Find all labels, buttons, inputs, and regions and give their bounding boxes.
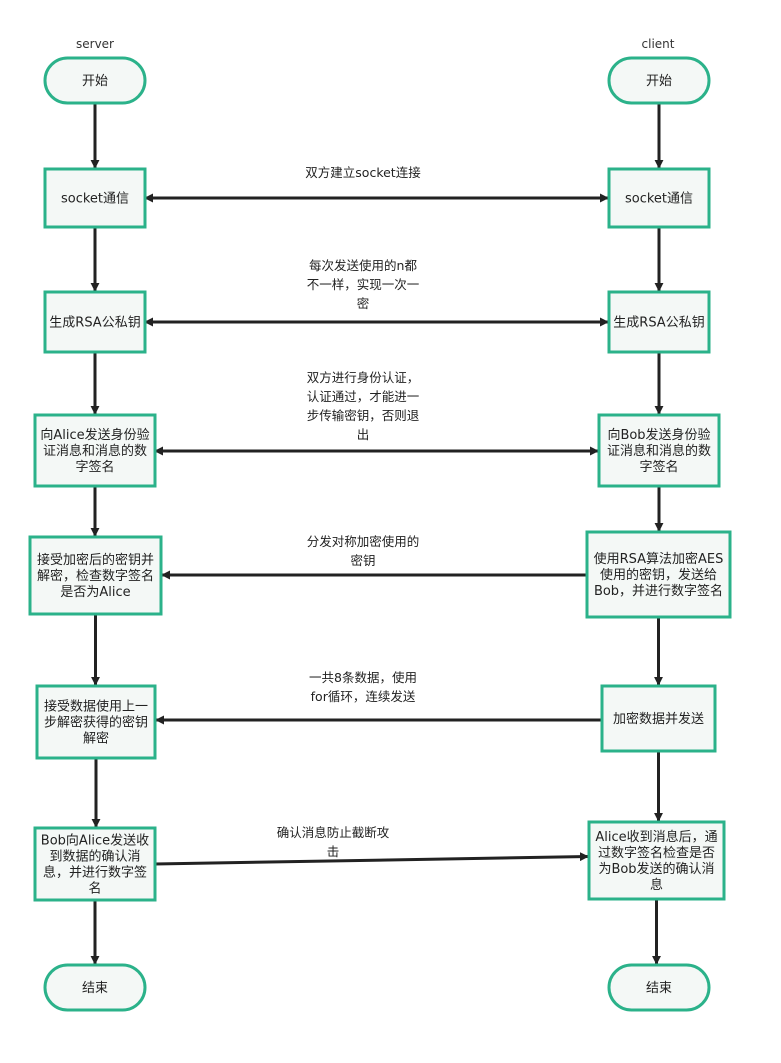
node-label: 证消息和消息的数 <box>607 443 711 459</box>
node-client-end: 结束 <box>607 963 711 1012</box>
node-label: socket通信 <box>61 192 129 207</box>
node-label: 结束 <box>646 981 672 996</box>
edge-label: 击 <box>327 844 340 859</box>
node-shape-server-rsa <box>43 290 147 354</box>
edge-label: 确认消息防止截断攻 <box>277 825 390 840</box>
node-shape-server-end <box>43 963 147 1012</box>
edge-label: 出 <box>357 427 370 442</box>
edge-label: 认证通过，才能进一 <box>307 389 420 404</box>
node-layer: 开始socket通信生成RSA公私钥向Alice发送身份验证消息和消息的数字签名… <box>28 56 732 1012</box>
edge-server-socket-to-client-socket: 双方建立socket连接 <box>144 165 609 203</box>
node-label: 使用的密钥，发送给 <box>600 567 717 583</box>
node-label: 接受数据使用上一 <box>44 699 148 715</box>
node-shape-server-start <box>43 56 147 105</box>
node-label: 是否为Alice <box>60 585 130 600</box>
node-label: Bob，并进行数字签名 <box>594 583 723 599</box>
edge-label: 分发对称加密使用的 <box>307 534 420 549</box>
edge-label: 不一样，实现一次一 <box>307 277 420 292</box>
node-shape-client-end <box>607 963 711 1012</box>
edge-label: 双方进行身份认证， <box>307 370 420 385</box>
node-shape-server-recv-data <box>35 684 157 760</box>
node-label: 到数据的确认消 <box>49 849 140 865</box>
edge-label: 密 <box>357 296 370 311</box>
node-label: 过数字签名检查是否 <box>598 845 715 861</box>
node-label: 字签名 <box>75 459 114 475</box>
node-shape-client-start <box>607 56 711 105</box>
node-client-send-data: 加密数据并发送 <box>600 684 717 753</box>
node-label: 加密数据并发送 <box>613 711 704 727</box>
client-column-title: client <box>642 37 675 51</box>
edge-label: 每次发送使用的n都 <box>309 258 417 273</box>
node-label: 息，并进行数字签 <box>43 865 147 881</box>
node-shape-client-socket <box>607 167 711 229</box>
node-shape-client-auth <box>597 413 721 488</box>
node-label: 解密 <box>83 731 109 747</box>
node-label: 向Bob发送身份验 <box>607 427 710 443</box>
node-shape-server-socket <box>43 167 147 229</box>
node-label: 字签名 <box>639 459 678 475</box>
node-shape-server-confirm <box>33 826 157 902</box>
node-label: 名 <box>88 881 101 897</box>
edge-label: 密钥 <box>350 553 375 568</box>
node-client-socket: socket通信 <box>607 167 711 229</box>
edge-label: 步传输密钥，否则退 <box>307 408 420 423</box>
node-label: socket通信 <box>625 192 693 207</box>
node-label: Alice收到消息后，通 <box>595 829 717 845</box>
edge-client-send-data-to-server-recv-data: 一共8条数据，使用 for循环，连续发送 <box>155 670 602 725</box>
node-label: 生成RSA公私钥 <box>613 316 704 331</box>
node-server-socket: socket通信 <box>43 167 147 229</box>
node-label: 生成RSA公私钥 <box>49 316 140 331</box>
node-label: 证消息和消息的数 <box>43 443 147 459</box>
node-shape-server-auth <box>33 413 157 488</box>
node-label: 息 <box>650 877 663 893</box>
node-label: 接受加密后的密钥并 <box>37 552 154 568</box>
node-shape-client-send-key <box>585 530 732 619</box>
node-label: 解密，检查数字签名 <box>37 568 154 584</box>
server-column-title: server <box>76 37 114 51</box>
node-server-start: 开始 <box>43 56 147 105</box>
node-shape-client-rsa <box>607 290 711 354</box>
edge-layer: 双方建立socket连接每次发送使用的n都不一样，实现一次一密双方进行身份认证，… <box>90 103 664 965</box>
node-label: 为Bob发送的确认消 <box>598 861 714 877</box>
node-server-end: 结束 <box>43 963 147 1012</box>
node-label: 步解密获得的密钥 <box>44 715 148 731</box>
node-label: 向Alice发送身份验 <box>40 427 149 443</box>
edge-label: for循环，连续发送 <box>311 689 416 704</box>
node-server-rsa: 生成RSA公私钥 <box>43 290 147 354</box>
node-label: Bob向Alice发送收 <box>41 833 149 849</box>
node-label: 开始 <box>646 74 672 89</box>
edge-line <box>154 852 589 866</box>
node-client-rsa: 生成RSA公私钥 <box>607 290 711 354</box>
edge-label: 双方建立socket连接 <box>305 165 421 180</box>
node-label: 开始 <box>82 74 108 89</box>
node-label: 使用RSA算法加密AES <box>594 551 724 567</box>
node-shape-client-check <box>587 820 726 901</box>
node-client-start: 开始 <box>607 56 711 105</box>
node-shape-client-send-data <box>600 684 717 753</box>
edge-label: 一共8条数据，使用 <box>309 670 417 685</box>
node-shape-server-recv-key <box>28 535 163 616</box>
node-label: 结束 <box>82 981 108 996</box>
